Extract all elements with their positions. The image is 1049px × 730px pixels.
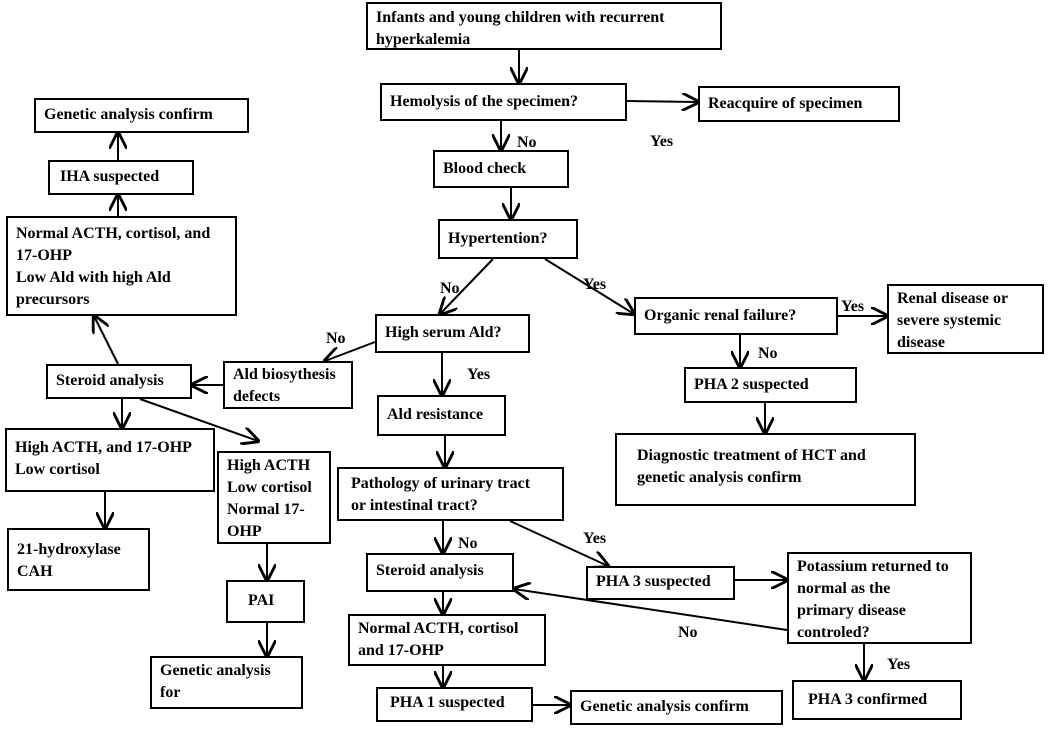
- pha3-confirmed-node: PHA 3 confirmed: [792, 680, 962, 720]
- label-high-ald-no: No: [326, 330, 346, 347]
- high-ald-decision: High serum Ald?: [375, 314, 530, 353]
- label-organic-yes: Yes: [841, 298, 865, 315]
- edge-steroid-left-to-normal-acth: [94, 316, 119, 365]
- label-high-ald-yes: Yes: [467, 366, 491, 383]
- label-hypertension-yes: Yes: [583, 276, 607, 293]
- ald-resistance-node: Ald resistance: [377, 395, 506, 436]
- genetic-confirm-bottom-node: Genetic analysis confirm: [570, 690, 783, 725]
- hct-node: Diagnostic treatment of HCT and genetic …: [615, 433, 916, 506]
- high-acth-low-cortisol-node: High ACTH Low cortisol Normal 17- OHP: [217, 451, 331, 544]
- label-potassium-yes: Yes: [887, 656, 911, 673]
- edge-pathology-to-pha3-suspected: [509, 520, 608, 566]
- label-potassium-no: No: [678, 624, 698, 641]
- pha3-suspected-node: PHA 3 suspected: [586, 566, 735, 600]
- pha1-node: PHA 1 suspected: [376, 687, 533, 722]
- cah-node: 21-hydroxylase CAH: [7, 528, 150, 591]
- edge-steroid-left-to-high-acth-low-cortisol: [139, 398, 258, 441]
- pai-node: PAI: [226, 580, 305, 623]
- genetic-confirm-top-node: Genetic analysis confirm: [34, 98, 249, 133]
- reacquire-node: Reacquire of specimen: [698, 86, 900, 122]
- label-pathology-no: No: [458, 535, 478, 552]
- hemolysis-decision: Hemolysis of the specimen?: [380, 83, 627, 121]
- pha2-node: PHA 2 suspected: [684, 367, 857, 403]
- label-hemolysis-no: No: [517, 134, 537, 151]
- start-node: Infants and young children with recurren…: [366, 2, 722, 50]
- normal-acth-left-node: Normal ACTH, cortisol, and 17-OHP Low Al…: [6, 216, 237, 316]
- high-acth-17ohp-node: High ACTH, and 17-OHP Low cortisol: [5, 428, 215, 492]
- edge-hypertension-to-organic-renal: [544, 258, 634, 314]
- label-pathology-yes: Yes: [583, 530, 607, 547]
- edge-high-ald-to-biosynth: [325, 341, 376, 361]
- normal-acth-mid-node: Normal ACTH, cortisol and 17-OHP: [348, 614, 546, 666]
- steroid-analysis-left: Steroid analysis: [46, 364, 192, 399]
- hypertension-decision: Hypertention?: [438, 219, 578, 259]
- organic-renal-decision: Organic renal failure?: [634, 297, 838, 335]
- ald-biosynth-node: Ald biosythesis defects: [223, 361, 353, 409]
- iha-node: IHA suspected: [48, 160, 194, 195]
- blood-check-node: Blood check: [433, 150, 569, 188]
- label-organic-no: No: [758, 345, 778, 362]
- edge-hemolysis-to-reacquire: [626, 101, 698, 102]
- genetic-further-node: Genetic analysis for further pathology: [150, 656, 303, 709]
- renal-disease-node: Renal disease or severe systemic disease: [887, 284, 1044, 354]
- edge-potassium-to-steroid-mid: [514, 589, 788, 631]
- potassium-decision: Potassium returned to normal as the prim…: [787, 552, 972, 644]
- edge-hypertension-to-high-ald: [440, 258, 494, 314]
- label-hemolysis-yes: Yes: [650, 133, 674, 150]
- steroid-analysis-mid: Steroid analysis: [366, 553, 514, 592]
- pathology-decision: Pathology of urinary tract or intestinal…: [337, 467, 564, 521]
- label-hypertension-no: No: [440, 280, 460, 297]
